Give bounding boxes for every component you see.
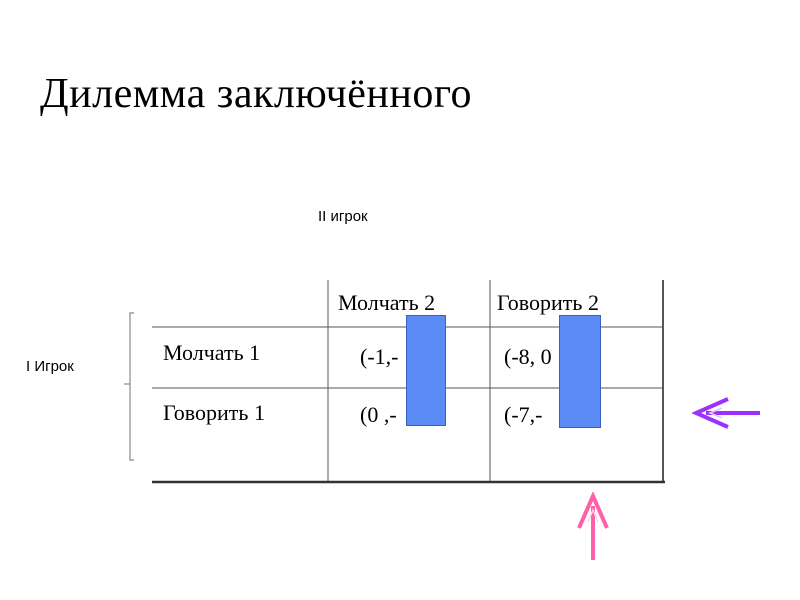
arrow-left-icon [692,397,760,429]
col-header-silent-2: Молчать 2 [338,290,436,315]
row-label-talk-1: Говорить 1 [163,400,265,425]
col-header-talk-2: Говорить 2 [497,290,599,315]
cell-silent-silent: (-1,- [360,344,399,369]
player-1-label: I Игрок [26,358,74,375]
cell-silent-talk: (-8, 0 [504,344,552,369]
cover-bar-left [406,315,446,426]
cell-talk-silent: (0 ,- [360,402,397,427]
cover-bar-right [559,315,601,428]
player-2-label: II игрок [318,208,368,225]
row-brace [124,312,134,461]
arrow-up-icon [577,492,609,560]
slide-title: Дилемма заключённого [40,71,473,117]
cell-talk-talk: (-7,- [504,402,543,427]
row-label-silent-1: Молчать 1 [163,340,261,365]
